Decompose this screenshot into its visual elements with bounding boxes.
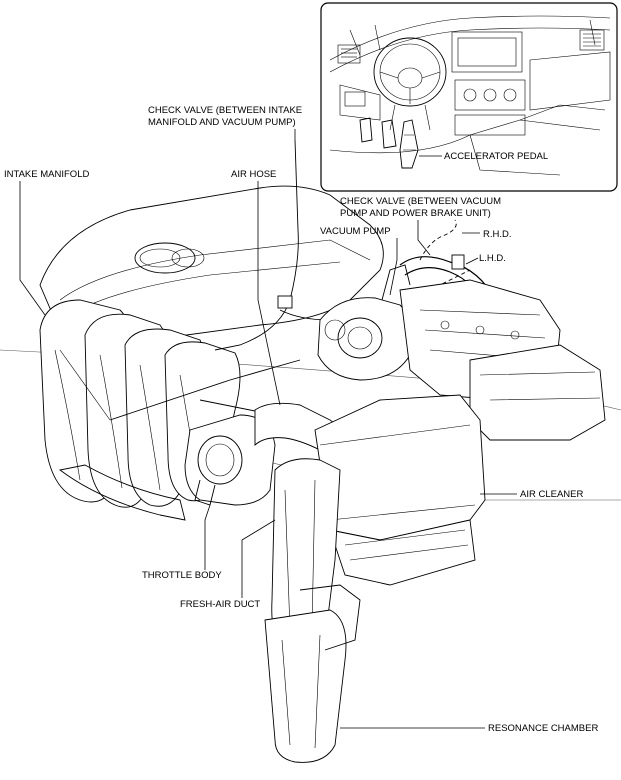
resonance-chamber <box>264 609 347 763</box>
label-check-valve-intake-2: MANIFOLD AND VACUUM PUMP) <box>148 117 296 128</box>
air-cleaner <box>314 394 486 586</box>
engine-assembly <box>0 139 621 763</box>
pedals <box>359 117 419 169</box>
label-throttle-body: THROTTLE BODY <box>142 570 222 581</box>
label-accelerator-pedal: ACCELERATOR PEDAL <box>444 151 548 162</box>
label-rhd: R.H.D. <box>483 229 512 240</box>
check-valve-intake-shape <box>277 295 293 309</box>
check-valve-brake-shape <box>451 254 465 270</box>
label-intake-manifold: INTAKE MANIFOLD <box>4 169 89 180</box>
label-check-valve-intake-1: CHECK VALVE (BETWEEN INTAKE <box>148 105 302 116</box>
label-resonance-chamber: RESONANCE CHAMBER <box>488 723 598 734</box>
label-air-cleaner: AIR CLEANER <box>520 489 583 500</box>
label-vacuum-pump: VACUUM PUMP <box>320 226 391 237</box>
label-fresh-air-duct: FRESH-AIR DUCT <box>180 599 260 610</box>
label-check-valve-brake-1: CHECK VALVE (BETWEEN VACUUM <box>340 196 501 207</box>
label-lhd: L.H.D. <box>479 253 506 264</box>
label-air-hose: AIR HOSE <box>231 169 276 180</box>
steering-wheel <box>373 37 447 107</box>
accelerator-pedal-shape <box>399 119 419 169</box>
interior-inset: ACCELERATOR PEDAL <box>320 2 618 192</box>
labels: CHECK VALVE (BETWEEN INTAKE MANIFOLD AND… <box>4 105 598 734</box>
label-check-valve-brake-2: PUMP AND POWER BRAKE UNIT) <box>340 208 491 219</box>
